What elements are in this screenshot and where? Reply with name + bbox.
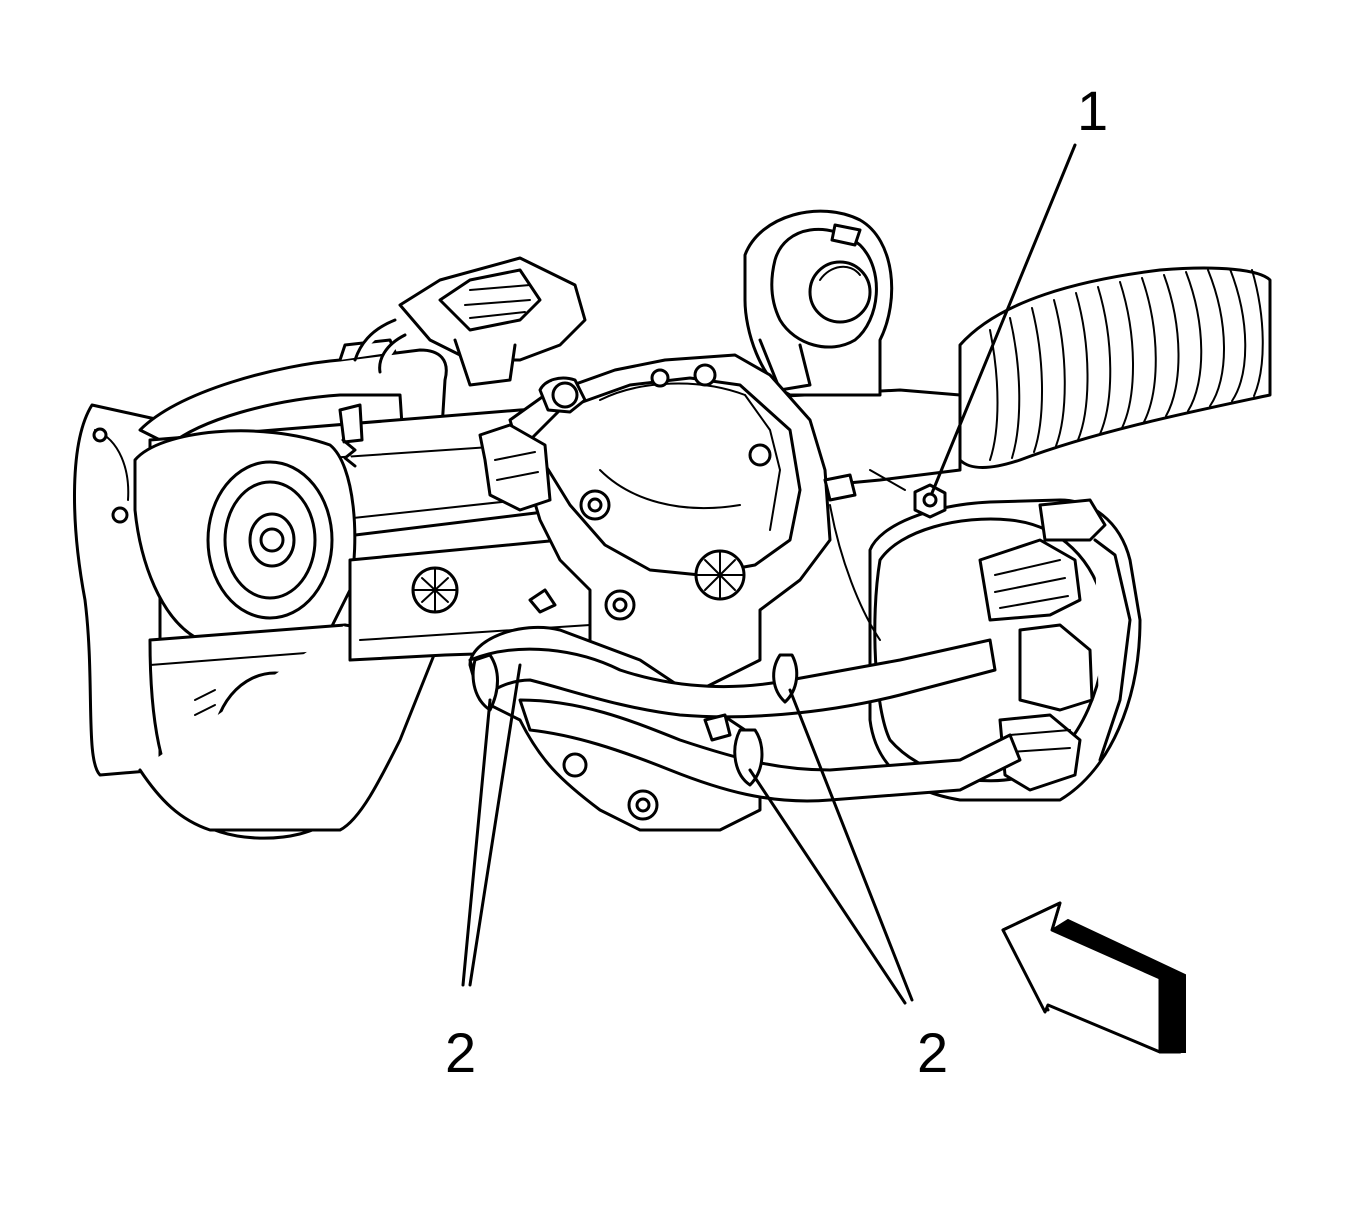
leader-2-left-a <box>461 698 492 987</box>
wiring-lead <box>829 504 881 641</box>
view-direction-arrow-icon <box>1001 901 1186 1054</box>
callout-2-left: 2 <box>445 1021 476 1084</box>
leader-1 <box>930 143 1077 495</box>
leader-2-right-a <box>788 688 914 1002</box>
leader-2-left-b <box>468 663 522 987</box>
callout-1: 1 <box>1077 79 1108 142</box>
upper-connector <box>353 256 587 387</box>
leader-2-right-b <box>748 768 907 1005</box>
hose-lower <box>518 698 1022 803</box>
motor-connectors <box>978 538 1094 792</box>
callout-2-right: 2 <box>917 1021 948 1084</box>
gear-housing <box>478 353 832 702</box>
left-upper-bushing <box>133 429 357 642</box>
mounting-bolt <box>823 469 947 519</box>
upper-right-mount <box>743 209 894 397</box>
bellows-boot <box>958 266 1272 469</box>
leader-lines <box>461 143 1077 1005</box>
